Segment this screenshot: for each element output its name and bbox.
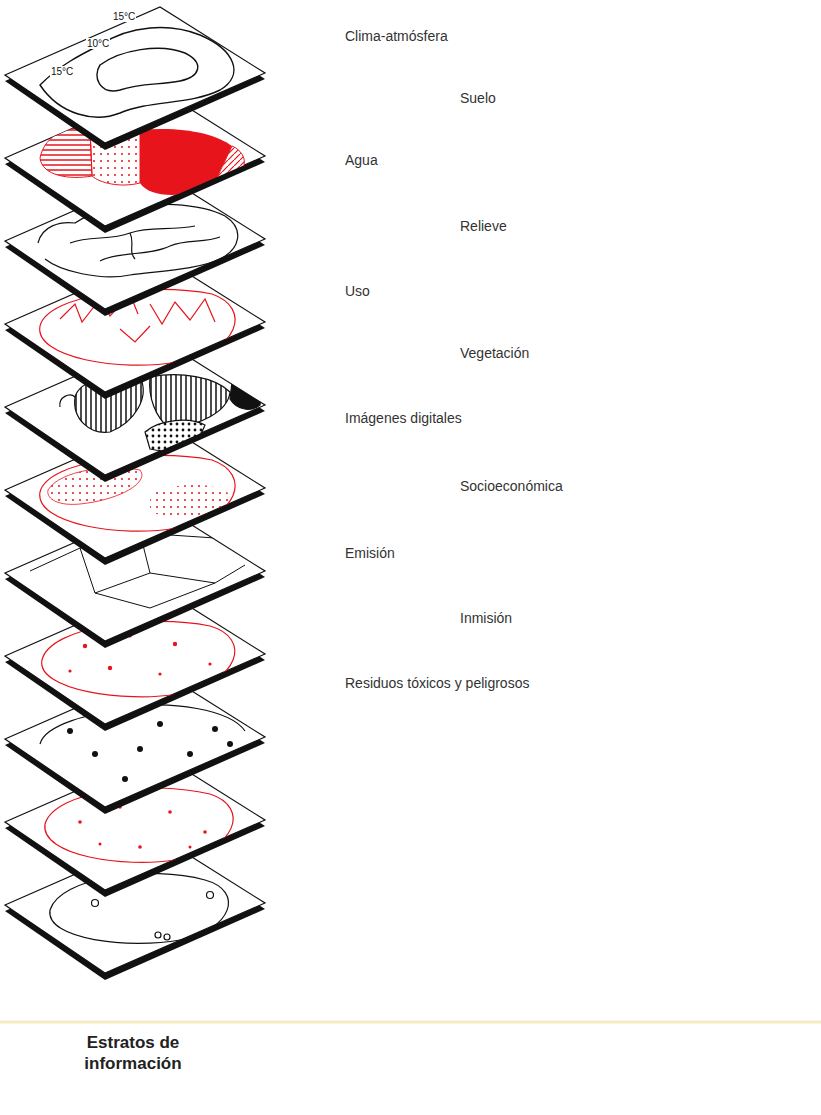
layer: [5, 7, 265, 150]
layer-name: Uso: [345, 283, 370, 300]
layer-name: Imágenes digitales: [345, 410, 462, 427]
layer-name: Socioeconómica: [460, 478, 563, 495]
layer-name: Agua: [345, 152, 378, 169]
rule: [0, 1021, 821, 1024]
layer-name: Vegetación: [460, 345, 529, 362]
temperature-label: 15°C: [50, 66, 74, 77]
layer-name: Inmisión: [460, 610, 512, 627]
layer-name: Suelo: [460, 90, 496, 107]
temperature-label: 15°C: [112, 11, 136, 22]
layer-name: Emisión: [345, 545, 395, 562]
layer-name: Clima-atmósfera: [345, 28, 448, 45]
layer-name: Residuos tóxicos y peligrosos: [345, 675, 529, 692]
layer-name: Relieve: [460, 218, 507, 235]
caption: Estratos de información: [78, 1032, 188, 1075]
temperature-label: 10°C: [86, 38, 110, 49]
